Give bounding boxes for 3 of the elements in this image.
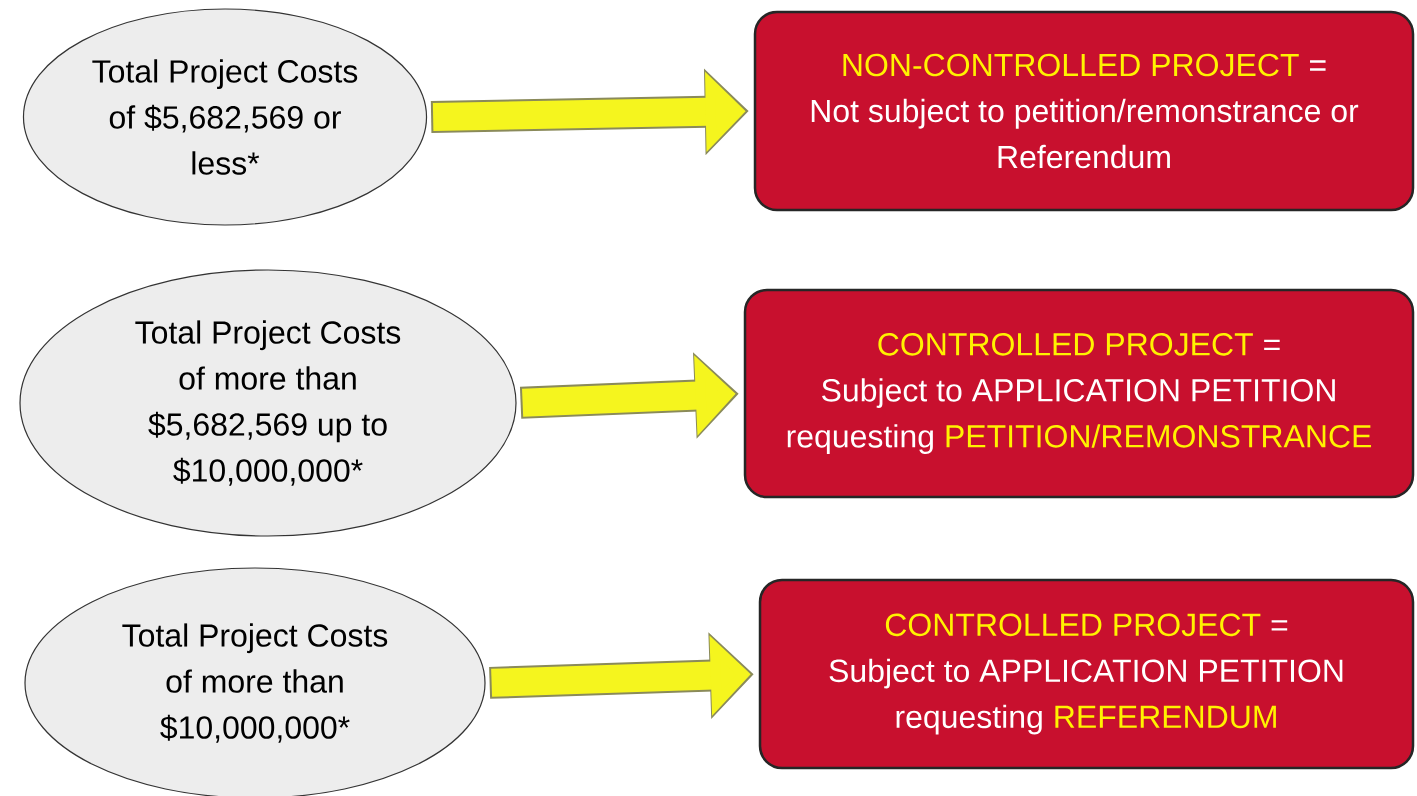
project-box: NON-CONTROLLED PROJECT = Not subject to petition/remonstrance or Referendum <box>753 10 1415 212</box>
project-box: CONTROLLED PROJECT = Subject to APPLICATION PETITION requesting REFERENDUM <box>758 578 1415 770</box>
project-box: CONTROLLED PROJECT = Subject to APPLICATION PETITION requesting PETITION/REMONSTRANCE <box>743 288 1415 499</box>
